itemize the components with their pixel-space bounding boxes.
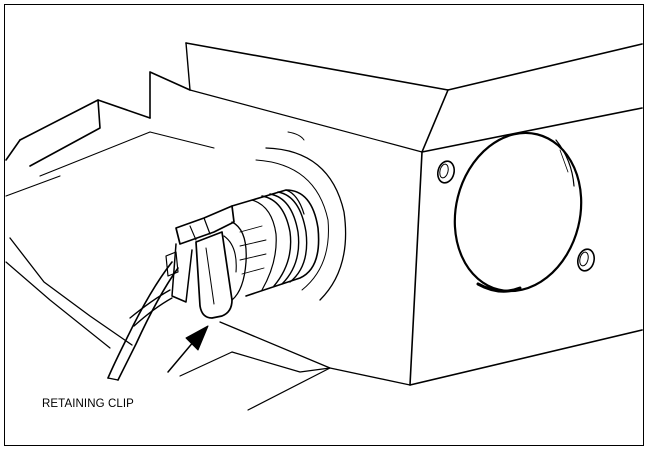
housing-front-face bbox=[421, 107, 643, 153]
housing-block bbox=[5, 42, 643, 411]
retaining-clip bbox=[165, 205, 247, 319]
sensor-body bbox=[231, 189, 320, 297]
callout-label-retaining-clip: RETAINING CLIP bbox=[42, 398, 134, 410]
arrowhead bbox=[185, 325, 209, 351]
housing-bore bbox=[453, 131, 583, 293]
housing-top-face bbox=[185, 42, 643, 91]
mounting-holes bbox=[436, 160, 596, 272]
sensor-boss bbox=[255, 131, 347, 301]
wire-leads bbox=[107, 261, 179, 381]
callout-arrow bbox=[167, 325, 209, 373]
figure-frame bbox=[4, 4, 644, 446]
